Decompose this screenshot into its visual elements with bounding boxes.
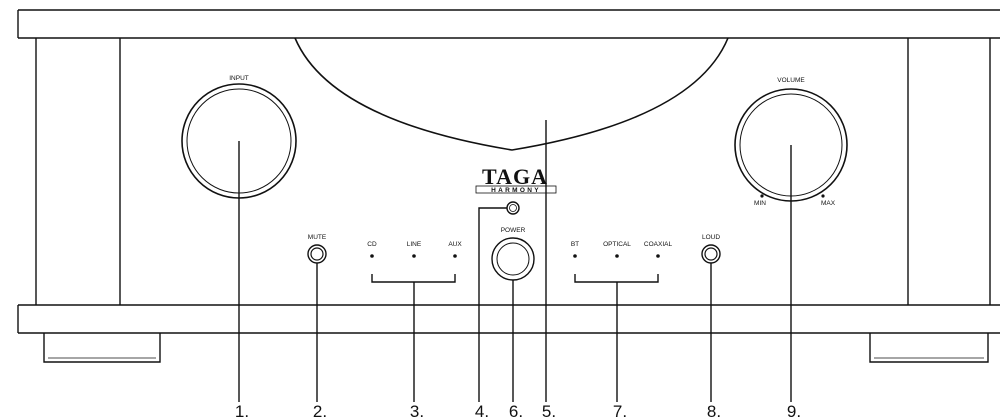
source-led-optical [615,254,619,258]
loud-label: LOUD [702,234,720,241]
mute-label: MUTE [308,234,327,241]
volume-min-label: MIN [754,200,766,207]
source-led-aux [453,254,457,258]
left-foot [43,333,161,363]
source-led-cd [370,254,374,258]
source-bracket-right [574,274,659,283]
callout-8: 8. [707,402,721,420]
source-led-coaxial [656,254,660,258]
standby-led [506,201,520,215]
source-label-cd: CD [367,241,377,248]
source-bracket-left [371,274,456,283]
callout-3: 3. [410,402,424,420]
volume-max-label: MAX [821,200,836,207]
right-foot [869,333,989,363]
brand-logo: TAGA HARMONY [475,164,557,194]
source-label-coaxial: COAXIAL [644,241,673,248]
callout-1: 1. [235,402,249,420]
volume-label: VOLUME [777,77,805,84]
source-label-bt: BT [571,241,579,248]
source-label-aux: AUX [448,241,462,248]
callout-leader-lines [238,120,792,402]
callout-2: 2. [313,402,327,420]
volume-max-dot [821,194,825,198]
base-plinth [17,304,1000,334]
source-label-optical: OPTICAL [603,241,631,248]
loud-button[interactable] [701,244,721,264]
volume-min-dot [760,194,764,198]
input-label: INPUT [229,75,249,82]
top-chassis-band [17,9,1000,39]
front-panel-frame [35,38,991,305]
source-label-line: LINE [407,241,422,248]
callout-5: 5. [542,402,556,420]
callout-7: 7. [613,402,627,420]
callout-4: 4. [475,402,489,420]
brand-name: TAGA [482,164,548,189]
source-led-bt [573,254,577,258]
brand-sub: HARMONY [491,187,541,194]
source-led-line [412,254,416,258]
callout-6: 6. [509,402,523,420]
power-label: POWER [501,227,526,234]
callout-9: 9. [787,402,801,420]
display-window-arc [294,37,729,151]
mute-button[interactable] [307,244,327,264]
power-button[interactable] [491,237,535,281]
